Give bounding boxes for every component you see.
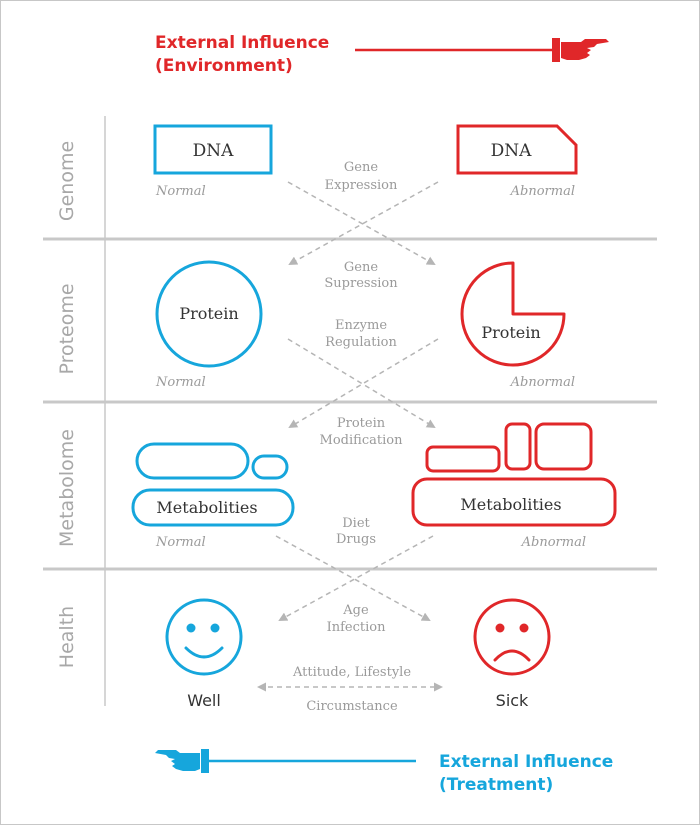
row-label-metabolome: Metabolome bbox=[56, 429, 78, 547]
enzyme-regulation-line1: Enzyme bbox=[335, 318, 387, 333]
protein-modification-line2: Modification bbox=[320, 433, 404, 448]
genome-abnormal-caption: Abnormal bbox=[510, 184, 575, 199]
age-infection-line2: Infection bbox=[327, 620, 387, 635]
happy-face-icon bbox=[165, 598, 243, 676]
attitude-lifestyle-label: Attitude, Lifestyle bbox=[292, 665, 411, 680]
arrow-normal-to-abnormal-2 bbox=[287, 338, 436, 429]
arrow-abnormal-to-normal-1 bbox=[288, 181, 439, 265]
age-infection-line1: Age bbox=[342, 603, 369, 618]
diet-drugs-line2: Drugs bbox=[336, 532, 376, 547]
normal-metabolite-shapes bbox=[131, 442, 295, 527]
row-label-genome: Genome bbox=[56, 141, 78, 221]
diet-drugs-line1: Diet bbox=[342, 516, 370, 531]
arrow-abnormal-to-normal-3 bbox=[278, 535, 434, 621]
abnormal-metabolites-label: Metabolities bbox=[460, 495, 561, 514]
abnormal-dna-label: DNA bbox=[491, 141, 533, 161]
row-label-health: Health bbox=[56, 606, 78, 668]
gene-supression-line2: Supression bbox=[324, 276, 398, 291]
pointing-hand-left-icon bbox=[155, 749, 209, 773]
proteome-normal-caption: Normal bbox=[155, 375, 206, 390]
abnormal-protein-label: Protein bbox=[481, 323, 540, 342]
arrow-abnormal-to-normal-2 bbox=[288, 338, 439, 429]
circumstance-label: Circumstance bbox=[306, 699, 398, 714]
gene-expression-line1: Gene bbox=[344, 160, 378, 175]
environment-label-line2: (Environment) bbox=[155, 56, 293, 76]
environment-label-line1: External Influence bbox=[155, 33, 329, 53]
row-label-proteome: Proteome bbox=[56, 283, 78, 374]
treatment-label-line2: (Treatment) bbox=[439, 775, 553, 795]
arrow-normal-to-abnormal-3 bbox=[275, 535, 431, 621]
normal-metabolites-label: Metabolities bbox=[156, 498, 257, 517]
gene-supression-line1: Gene bbox=[344, 260, 378, 275]
normal-protein-circle bbox=[155, 260, 263, 368]
metabolome-abnormal-caption: Abnormal bbox=[521, 535, 586, 550]
treatment-label-line1: External Influence bbox=[439, 752, 613, 772]
abnormal-metabolite-shapes bbox=[411, 422, 617, 527]
arrow-normal-to-abnormal-1 bbox=[287, 181, 436, 265]
genome-normal-caption: Normal bbox=[155, 184, 206, 199]
metabolome-normal-caption: Normal bbox=[155, 535, 206, 550]
normal-dna-label: DNA bbox=[193, 141, 235, 161]
well-label: Well bbox=[187, 691, 221, 710]
pointing-hand-right-icon bbox=[552, 38, 609, 62]
gene-expression-line2: Expression bbox=[325, 178, 398, 193]
abnormal-protein-shape bbox=[460, 261, 566, 367]
normal-protein-label: Protein bbox=[179, 304, 238, 323]
abnormal-dna-box bbox=[456, 124, 578, 175]
normal-dna-box bbox=[153, 124, 273, 175]
sick-label: Sick bbox=[496, 691, 529, 710]
proteome-abnormal-caption: Abnormal bbox=[510, 375, 575, 390]
protein-modification-line1: Protein bbox=[337, 416, 386, 431]
enzyme-regulation-line2: Regulation bbox=[325, 335, 397, 350]
sad-face-icon bbox=[473, 598, 551, 676]
